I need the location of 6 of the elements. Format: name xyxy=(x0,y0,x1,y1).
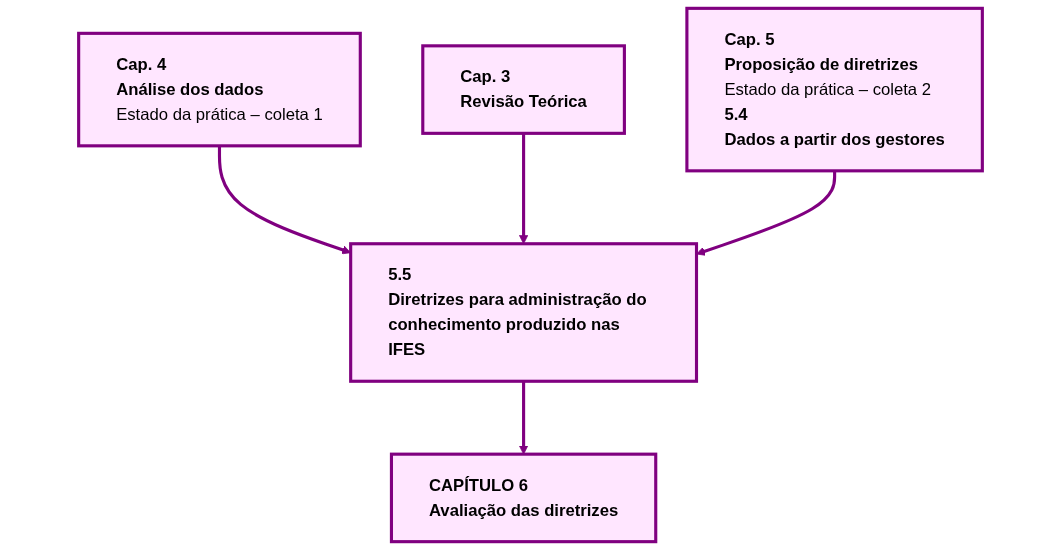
node-box: Cap. 4 Análise dos dados Estado da prática – coleta 1 xyxy=(77,31,362,148)
node-box: 5.5 Diretrizes para administração do conhecimento produzido nas IFES xyxy=(349,242,699,383)
arrow xyxy=(519,381,529,455)
node-box: Cap. 3 Revisão Teórica xyxy=(421,44,626,135)
node-box: Cap. 5 Proposição de diretrizes Estado da prática – coleta 2 5.4 Dados a partir dos gestores xyxy=(685,6,984,173)
node-box: CAPÍTULO 6 Avaliação das diretrizes xyxy=(389,452,658,544)
